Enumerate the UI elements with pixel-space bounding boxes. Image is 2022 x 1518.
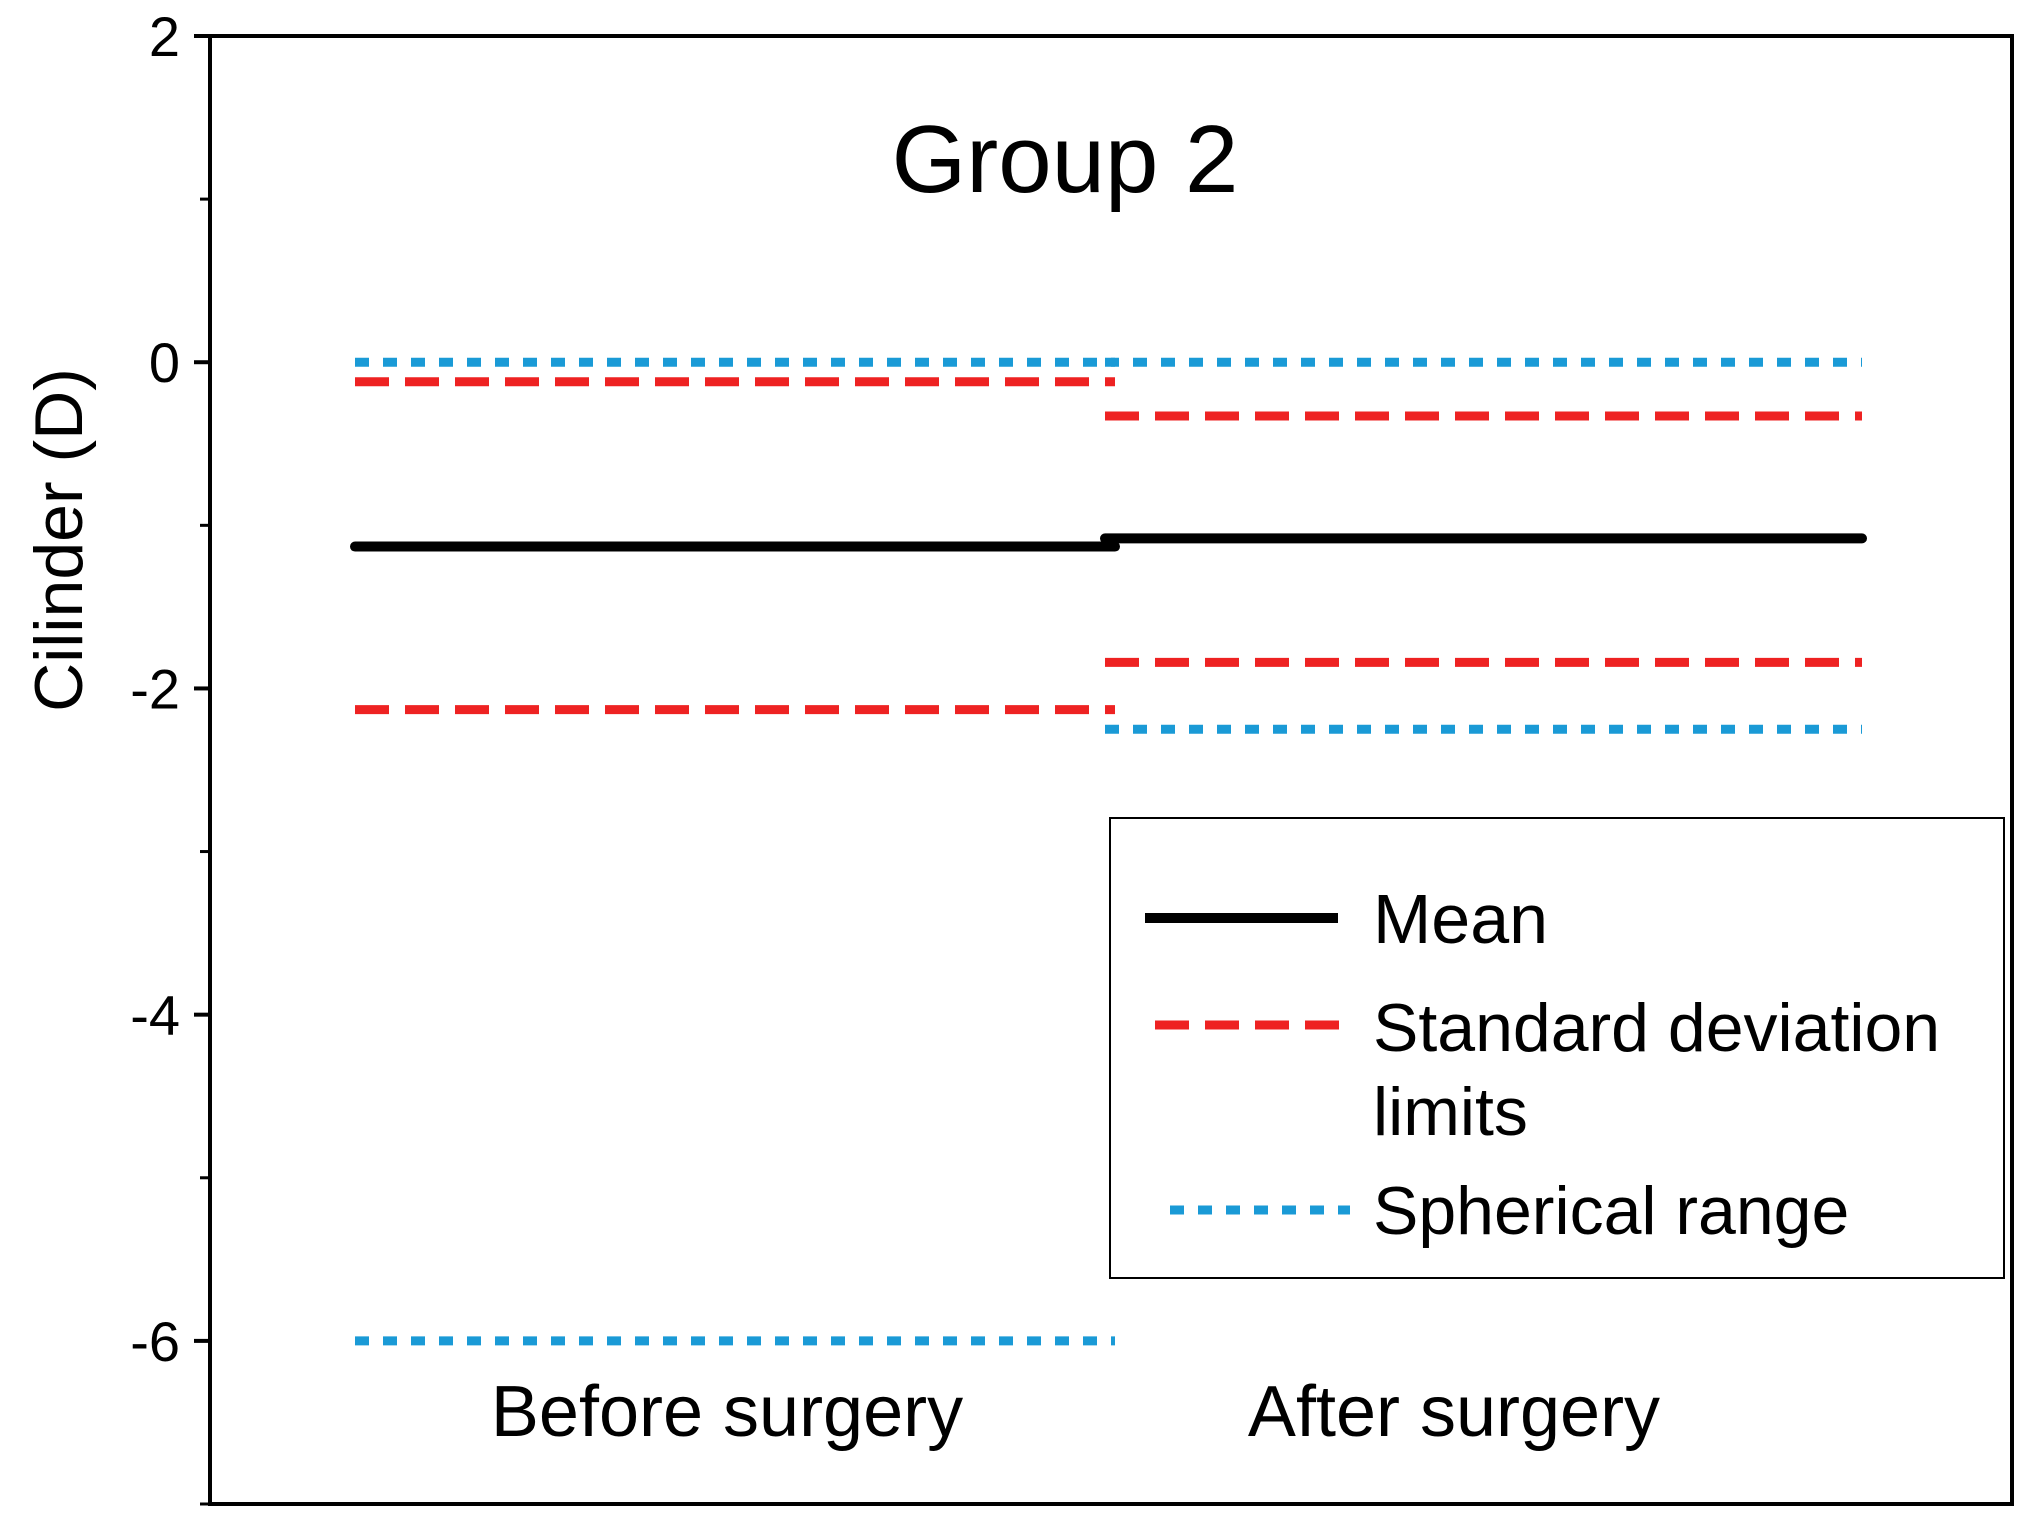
plot-frame	[208, 34, 2014, 1506]
legend-label-spherical: Spherical range	[1373, 1173, 1849, 1249]
legend: Mean Standard deviation limits Spherical…	[1109, 817, 2005, 1279]
y-axis-label: Cilinder (D)	[21, 368, 97, 712]
y-tick-label: 0	[149, 331, 180, 394]
y-tick-label: 2	[149, 5, 180, 68]
legend-label-mean: Mean	[1373, 880, 1548, 958]
y-tick-label: -2	[130, 657, 180, 720]
y-axis-tick-labels: -6 -4 -2 0 2	[130, 5, 180, 1373]
y-tick-label: -6	[130, 1310, 180, 1373]
legend-label-std-line2: limits	[1373, 1074, 1528, 1150]
chart-title: Group 2	[892, 106, 1239, 213]
y-axis-ticks	[194, 34, 210, 1506]
series-layer	[350, 357, 1867, 1346]
legend-label-std-line1: Standard deviation	[1373, 990, 1940, 1066]
legend-box	[1109, 817, 2005, 1279]
x-category-label-after: After surgery	[1248, 1372, 1660, 1452]
x-category-label-before: Before surgery	[491, 1372, 963, 1452]
y-tick-label: -4	[130, 984, 180, 1047]
